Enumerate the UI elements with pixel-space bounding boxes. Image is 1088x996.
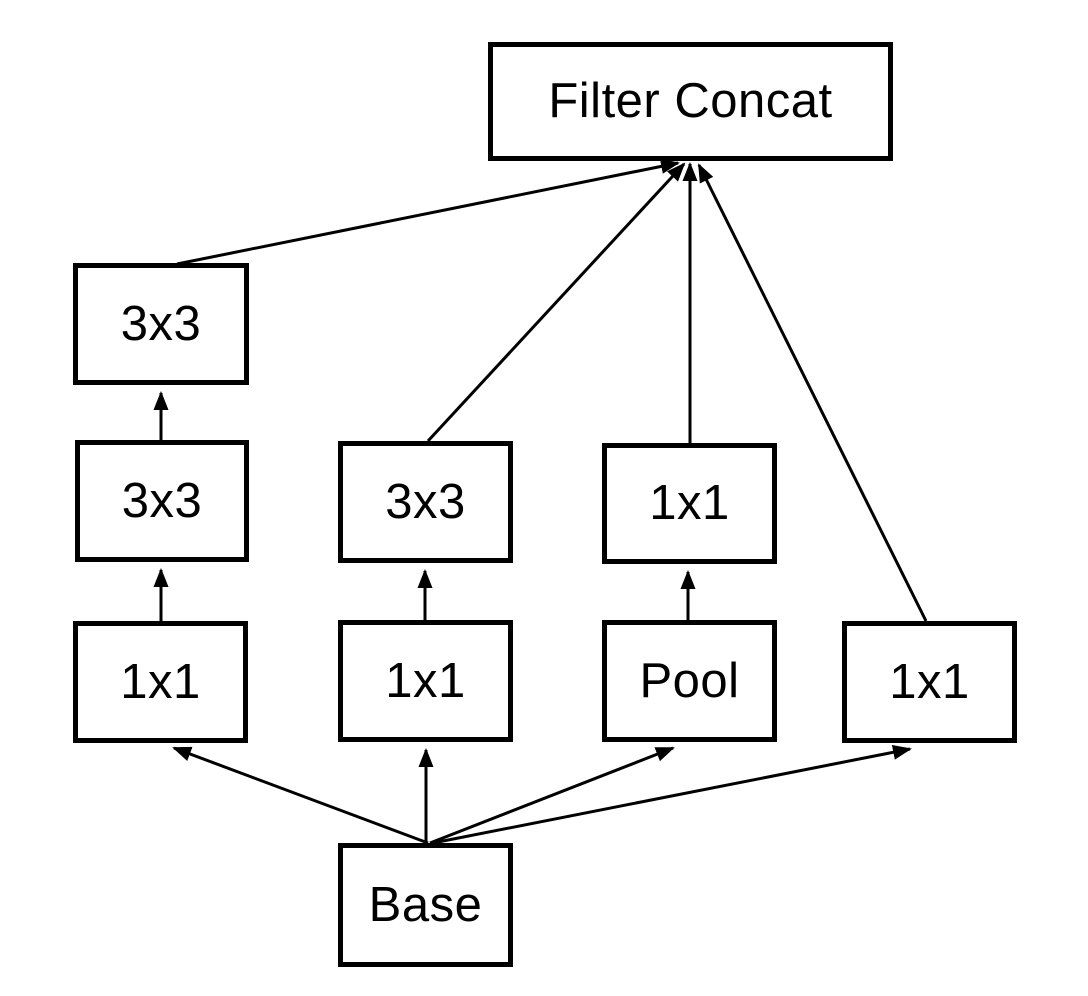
- node-filter-concat: Filter Concat: [488, 42, 893, 161]
- node-conv1-branch1: 1x1: [73, 621, 248, 743]
- edge-base-to-conv1-branch4: [432, 744, 912, 845]
- node-conv1-branch2: 1x1: [338, 620, 513, 742]
- node-conv3-branch1: 3x3: [75, 440, 249, 562]
- edge-conv1-branch4-to-filter-concat: [697, 163, 928, 622]
- node-filter-concat-label: Filter Concat: [548, 74, 833, 128]
- node-base: Base: [338, 843, 513, 967]
- node-conv3-branch2: 3x3: [338, 441, 513, 563]
- node-pool-branch3-label: Pool: [639, 653, 740, 708]
- edge-base-to-pool-branch3: [429, 746, 675, 845]
- node-conv1-branch4-label: 1x1: [889, 654, 970, 709]
- edge-conv3-branch2-to-filter-concat: [426, 162, 686, 443]
- node-conv3-branch1-label: 3x3: [121, 473, 203, 528]
- node-conv1-branch3: 1x1: [602, 443, 777, 564]
- node-conv1-branch1-label: 1x1: [120, 654, 201, 709]
- node-conv1-branch3-label: 1x1: [649, 476, 730, 530]
- node-conv3-branch1-top-label: 3x3: [120, 296, 202, 351]
- edge-conv3-branch1-top-to-filter-concat: [176, 159, 680, 266]
- node-pool-branch3: Pool: [602, 620, 777, 742]
- node-base-label: Base: [368, 877, 483, 932]
- node-conv1-branch2-label: 1x1: [385, 653, 466, 708]
- node-conv3-branch1-top: 3x3: [73, 263, 249, 385]
- node-conv3-branch2-label: 3x3: [385, 474, 466, 529]
- edge-base-to-conv1-branch1: [172, 746, 429, 845]
- node-conv1-branch4: 1x1: [842, 621, 1017, 743]
